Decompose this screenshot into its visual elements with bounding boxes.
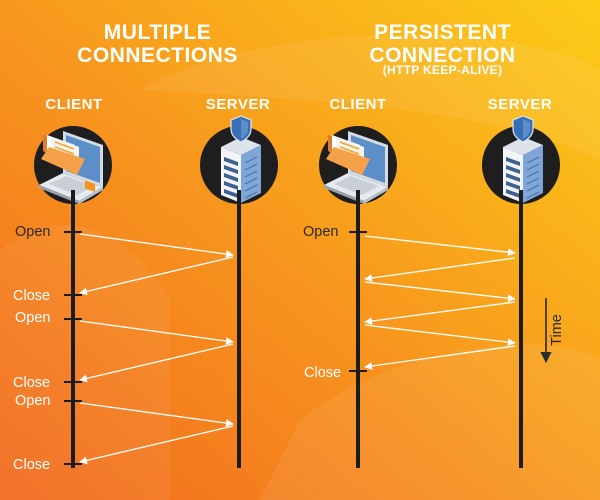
request-arrow <box>79 402 234 427</box>
open-label-2: Open <box>15 310 51 326</box>
server-icon-right <box>482 115 560 204</box>
section-title-multiple: MULTIPLE CONNECTIONS <box>70 21 245 67</box>
response-arrow <box>79 343 234 383</box>
decor-swoosh-top <box>140 34 600 161</box>
close-label-1: Close <box>13 288 51 304</box>
server-label-right: SERVER <box>487 96 553 113</box>
open-label-1: Open <box>15 224 51 240</box>
request-arrow <box>364 324 516 347</box>
section-title-multiple-line2: CONNECTIONS <box>77 44 238 67</box>
open-label-persistent: Open <box>303 224 339 240</box>
response-arrow <box>364 301 516 325</box>
response-arrow <box>79 256 234 296</box>
response-arrow <box>79 425 234 465</box>
server-label-left: SERVER <box>205 96 271 113</box>
section-title-multiple-line1: MULTIPLE <box>103 21 212 44</box>
request-arrow <box>364 235 516 257</box>
section-title-persistent-line2: CONNECTION <box>369 44 516 67</box>
open-label-3: Open <box>15 393 51 409</box>
client-icon-right <box>319 126 397 285</box>
close-label-3: Close <box>13 457 51 473</box>
section-title-persistent-line1: PERSISTENT <box>374 21 511 44</box>
client-label-right: CLIENT <box>329 96 387 113</box>
decor-swoosh-bottom <box>260 344 600 500</box>
time-axis-label: Time <box>548 314 565 346</box>
client-label-left: CLIENT <box>45 96 103 113</box>
request-arrow <box>79 320 234 345</box>
response-arrow <box>364 257 516 282</box>
section-title-persistent: PERSISTENT CONNECTION <box>355 21 530 67</box>
close-label-persistent: Close <box>304 365 342 381</box>
response-arrow <box>364 345 516 370</box>
request-arrow <box>79 233 234 258</box>
close-label-2: Close <box>13 375 51 391</box>
section-subtitle-persistent: (HTTP KEEP-ALIVE) <box>382 63 503 77</box>
request-arrow <box>364 281 516 303</box>
decor-swoosh-left <box>0 225 170 500</box>
client-icon-left <box>34 126 112 204</box>
server-icon-left <box>200 115 278 204</box>
